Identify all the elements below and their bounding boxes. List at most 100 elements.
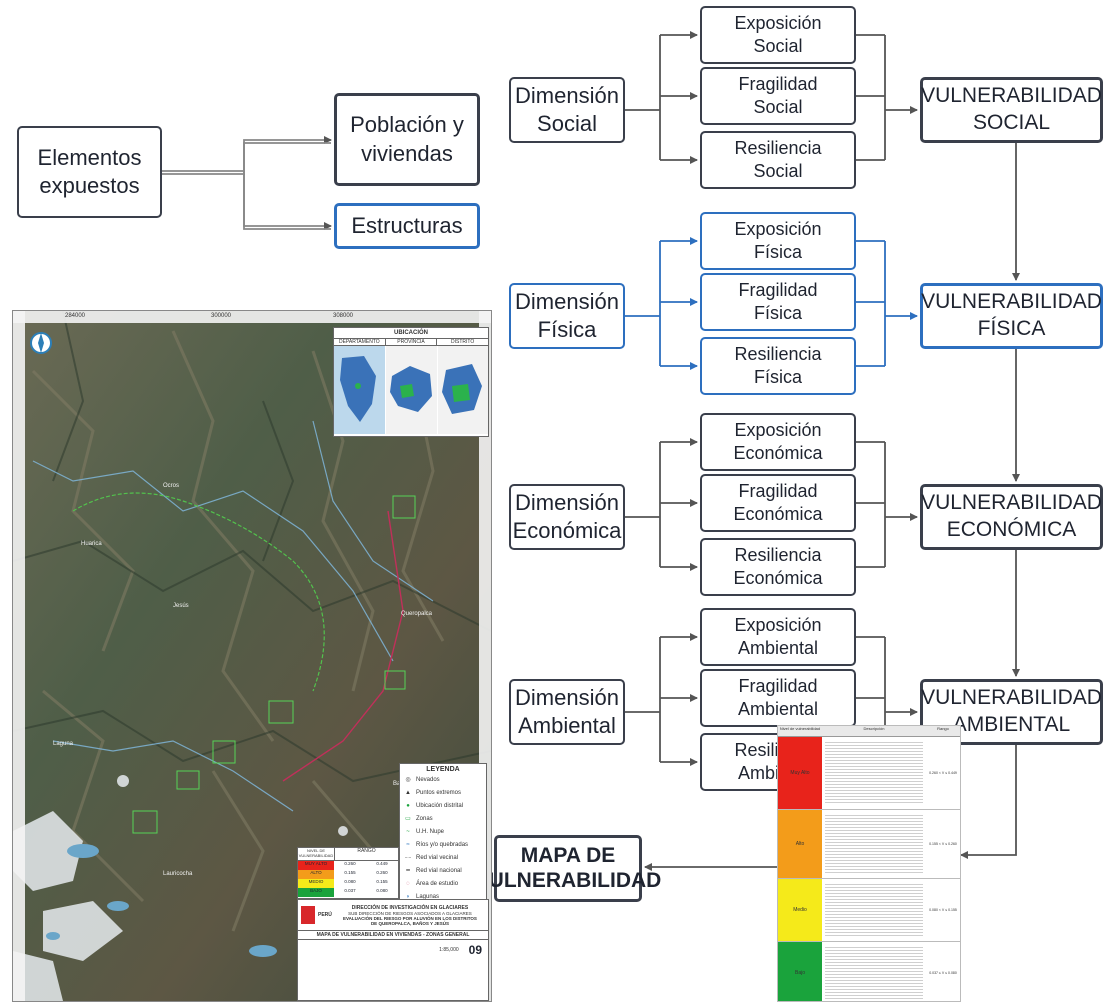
box-text: Dimensión [515, 288, 619, 314]
legend-symbol-icon: ━ [406, 868, 410, 874]
legend-item: ~U.H. Nupe [400, 825, 486, 838]
box-text: Dimensión [515, 684, 619, 710]
title-line: DE QUEROPALCA, BAÑOS Y JESÚS [370, 920, 449, 926]
legend-symbol-icon: -·- [405, 854, 411, 861]
connector-line [162, 142, 331, 175]
map-number: 09 [468, 943, 482, 957]
location-col: DISTRITO [451, 339, 475, 345]
legend-symbol-icon: ◌ [406, 880, 410, 887]
box-text: expuestos [39, 173, 140, 198]
box-text: Exposición [734, 419, 822, 440]
map-legend: LEYENDA ◎Nevados▲Puntos extremos●Ubicaci… [399, 763, 487, 915]
vuln-high: 0.260 [376, 870, 388, 875]
legend-item: ◎Nevados [400, 773, 486, 786]
box-text: Resiliencia [734, 137, 822, 158]
vuln-low: 0.155 [344, 870, 356, 875]
box-text: Social [753, 161, 803, 181]
legend-label: Red vial nacional [416, 867, 462, 874]
map-place-label: Jesús [173, 603, 189, 609]
table-row: Bajo 0.037 ≤ V ≤ 0.080 [778, 942, 960, 1001]
box-text: Fragilidad [738, 279, 818, 300]
box-text: Fragilidad [738, 73, 818, 94]
vuln-level: ALTO [298, 870, 334, 879]
legend-label: Red vial vecinal [416, 854, 459, 861]
map-coord-label: 300000 [211, 313, 232, 319]
legend-items: ◎Nevados▲Puntos extremos●Ubicación distr… [400, 773, 486, 903]
table-level-cell: Alto [778, 810, 822, 878]
legend-item: ▭ Zonas [400, 812, 486, 825]
legend-symbol-icon: ▭ [405, 816, 411, 822]
map-scale: 1:85,000 [439, 947, 459, 953]
vuln-level: BAJO [298, 888, 334, 897]
box-text: Elementos [37, 144, 142, 170]
box-text: Fragilidad [738, 480, 818, 501]
box-text: Fragilidad [738, 675, 818, 696]
box-text: Dimensión [515, 489, 619, 515]
table-level-cell: Bajo [778, 942, 822, 1001]
box-text: Ambiental [737, 638, 819, 658]
title-line: DIRECCIÓN DE INVESTIGACIÓN EN GLACIARES [351, 904, 469, 911]
table-level-cell: Medio [778, 879, 822, 941]
vuln-row: BAJO 0.037 0.080 [298, 888, 398, 897]
box-text: Económica [733, 443, 823, 463]
elementos-expuestos-box: Elementos expuestos [17, 126, 162, 218]
box-text: Ambiental [518, 713, 616, 738]
box-text: Ambiental [737, 699, 819, 719]
legend-item: ━ Red vial nacional [400, 864, 486, 877]
vuln-col-header: RANGO [357, 848, 376, 854]
box-text: Económica [512, 518, 622, 543]
map-place-label: Huarica [81, 541, 102, 547]
map-place-label: Laguna [53, 741, 74, 747]
table-header: Nivel de vulnerabilidad [779, 726, 821, 731]
legend-label: Puntos extremos [416, 789, 462, 796]
legend-label: Ríos y/o quebradas [416, 841, 469, 848]
legend-item: ▲Puntos extremos [400, 786, 486, 799]
legend-symbol-icon: ~ [406, 828, 410, 835]
peru-flag-icon [301, 906, 315, 924]
box-text: Económica [733, 504, 823, 524]
box-text: Física [753, 303, 802, 323]
legend-label: Zonas [416, 815, 433, 822]
map-title: MAPA DE VULNERABILIDAD EN VIVIENDAS - ZO… [298, 931, 488, 940]
box-text: Población y [350, 112, 464, 138]
vuln-high: 0.080 [376, 888, 388, 893]
vuln-row: ALTO 0.155 0.260 [298, 870, 398, 879]
location-panel: UBICACIÓN DEPARTAMENTO PROVINCIA DISTRIT… [333, 327, 489, 437]
vuln-high: 0.449 [376, 861, 388, 866]
vuln-low: 0.037 [344, 888, 356, 893]
box-text: Social [753, 36, 803, 56]
table-range-cell: 0.155 < V ≤ 0.260 [929, 842, 957, 846]
box-text: Social [753, 97, 803, 117]
legend-item: ≈Ríos y/o quebradas [400, 838, 486, 851]
map-place-label: Ocros [163, 483, 180, 489]
location-col: PROVINCIA [386, 339, 438, 345]
box-text: VULNERABILIDAD [921, 491, 1102, 515]
estructuras-box: Estructuras [334, 203, 480, 249]
box-text: Resiliencia [734, 343, 822, 364]
table-description-cell [822, 810, 926, 878]
box-text: Estructuras [351, 212, 463, 238]
vuln-col-header: NIVEL DE VULNERABILIDAD [298, 848, 335, 860]
title-line: SUB DIRECCIÓN DE RIESGOS ASOCIADOS A GLA… [348, 910, 472, 916]
table-range-cell: 0.037 ≤ V ≤ 0.080 [929, 971, 957, 975]
table-header: Rango [937, 726, 949, 731]
map-place-label: Lauricocha [163, 871, 193, 877]
table-header: Descripción [863, 726, 885, 731]
map-coord-label: 284000 [65, 313, 86, 319]
box-text: Exposición [734, 218, 822, 239]
